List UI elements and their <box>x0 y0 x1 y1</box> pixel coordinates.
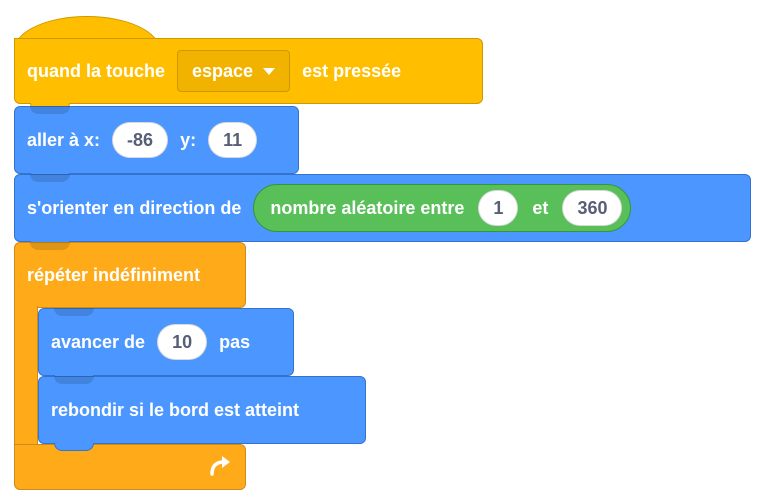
steps-input[interactable]: 10 <box>157 324 208 360</box>
direction-label: s'orienter en direction de <box>27 197 242 218</box>
random-max-input[interactable]: 360 <box>562 190 623 226</box>
x-input[interactable]: -86 <box>112 122 169 158</box>
direction-top-notch <box>30 174 70 182</box>
random-label: nombre aléatoire entre <box>270 197 465 218</box>
goto-label-y: y: <box>180 129 197 150</box>
y-input[interactable]: 11 <box>208 122 258 158</box>
forever-label: répéter indéfiniment <box>27 264 201 285</box>
move-top-notch <box>54 308 94 316</box>
forever-bottom-arm[interactable] <box>14 444 246 490</box>
forever-top-notch <box>30 242 70 250</box>
when-key-pressed-block[interactable]: quand la touche espace est pressée <box>14 38 483 104</box>
bounce-label: rebondir si le bord est atteint <box>51 399 300 420</box>
event-label-after: est pressée <box>302 60 402 81</box>
move-label-before: avancer de <box>51 331 146 352</box>
bounce-bottom-notch <box>54 443 94 451</box>
event-label-before: quand la touche <box>27 60 166 81</box>
forever-left-arm <box>14 306 38 446</box>
loop-arrow-icon <box>210 456 230 476</box>
random-min-input[interactable]: 1 <box>478 190 519 226</box>
key-dropdown-value: espace <box>192 60 254 81</box>
goto-top-notch <box>30 106 70 114</box>
bounce-top-notch <box>54 376 94 384</box>
go-to-xy-block[interactable]: aller à x: -86 y: 11 <box>14 106 299 174</box>
random-and-label: et <box>532 197 549 218</box>
forever-block[interactable]: répéter indéfiniment <box>14 242 246 308</box>
bounce-on-edge-block[interactable]: rebondir si le bord est atteint <box>38 376 366 444</box>
caret-down-icon <box>263 67 276 75</box>
move-steps-block[interactable]: avancer de 10 pas <box>38 308 294 376</box>
move-label-after: pas <box>219 331 251 352</box>
goto-label-x: aller à x: <box>27 129 101 150</box>
random-number-reporter[interactable]: nombre aléatoire entre 1 et 360 <box>253 184 632 232</box>
key-dropdown[interactable]: espace <box>177 50 291 92</box>
point-in-direction-block[interactable]: s'orienter en direction de nombre aléato… <box>14 174 751 242</box>
